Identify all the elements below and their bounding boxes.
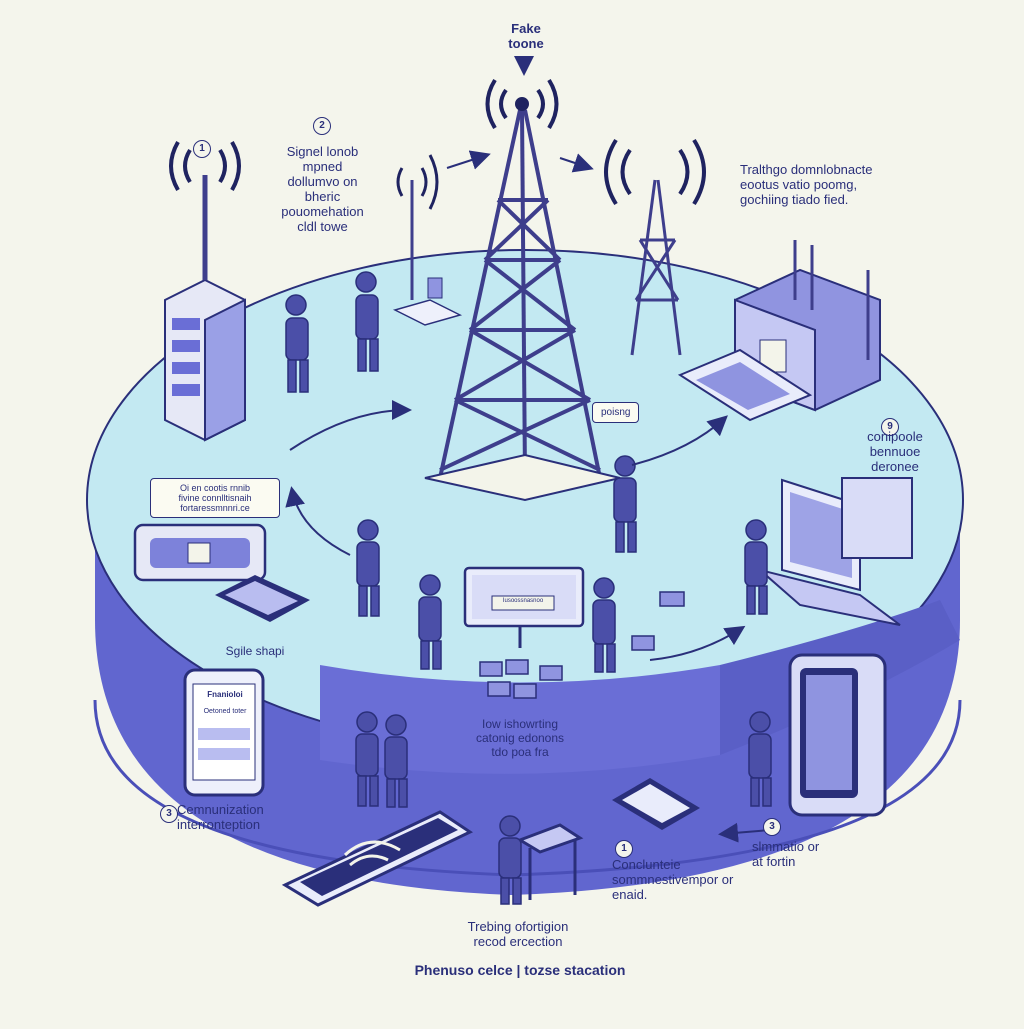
tracking-note: Tralthgo domnlobnacte eootus vatio poomg… [740,163,930,208]
tracking-record-label: Trebing ofortigion recod ercection [438,920,598,950]
showing-note: Iow ishowrting catonig edonons tdo poa f… [450,718,590,759]
simulation-note: slmmatio or at fortin [752,840,882,870]
secondary-tower-signal-icon [606,140,704,204]
signal-note: Signel lonob mpned dollumvo on bheric po… [250,145,395,235]
sensor-device [135,525,265,580]
step-number-2: 2 [313,117,331,135]
smartphone-left [185,670,263,795]
footer-title: Phenuso celce | tozse stacation [360,962,680,978]
fake-tower-label: Fake toone [498,22,554,52]
step-number-5: 1 [615,840,633,858]
console-note: conipoole bennuoe deronee [845,430,945,475]
step-number-3: 3 [160,805,178,823]
step-number-1: 1 [193,140,211,158]
monitor-text: Iusoossnasnoo [492,598,554,605]
phone-screen-title: Fnanioloi [194,690,256,699]
communication-note: Cemnunization interronteption [177,803,337,833]
step-number-4: 3 [763,818,781,836]
sticker-note: Oi en cootis rnnib fivine connlltisnaih … [150,478,280,518]
single-shap-label: Sgile shapi [210,645,300,659]
phone-screen-line: Oetoned toter [194,708,256,716]
logging-tag: poisng [592,402,639,423]
smartphone-right [790,655,885,815]
server-rack [165,175,245,440]
